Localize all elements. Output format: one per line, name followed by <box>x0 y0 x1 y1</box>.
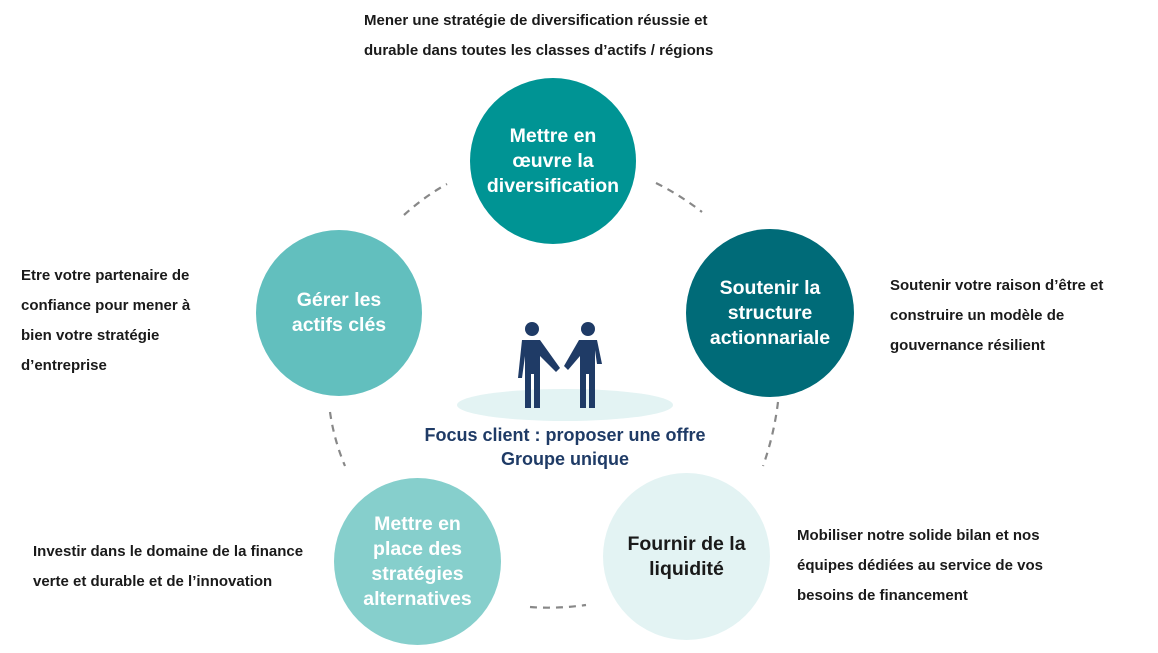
circle-shareholding: Soutenir la structure actionnariale <box>686 229 854 397</box>
circle-diversification: Mettre en œuvre la diversification <box>470 78 636 244</box>
center-focus-label: Focus client : proposer une offre Groupe… <box>424 425 706 469</box>
description-liquidity: Mobiliser notre solide bilan et nos équi… <box>797 527 1043 604</box>
arc-left-bottom <box>328 411 347 467</box>
arc-top-left <box>403 183 448 216</box>
circle-alternatives: Mettre en place des stratégies alternati… <box>334 478 501 645</box>
arc-right-bottom <box>761 401 780 467</box>
arc-bottom <box>529 603 587 609</box>
description-diversification: Mener une stratégie de diversification r… <box>364 12 714 59</box>
handshake-icon <box>518 322 602 408</box>
description-key-assets: Etre votre partenaire de confiance pour … <box>21 267 191 374</box>
circle-liquidity: Fournir de la liquidité <box>603 473 770 640</box>
circle-key-assets: Gérer les actifs clés <box>256 230 422 396</box>
arc-top-right <box>655 182 703 213</box>
description-shareholding: Soutenir votre raison d’être et construi… <box>890 277 1104 354</box>
description-alternatives: Investir dans le domaine de la finance v… <box>33 543 304 590</box>
client-platform <box>457 389 673 421</box>
